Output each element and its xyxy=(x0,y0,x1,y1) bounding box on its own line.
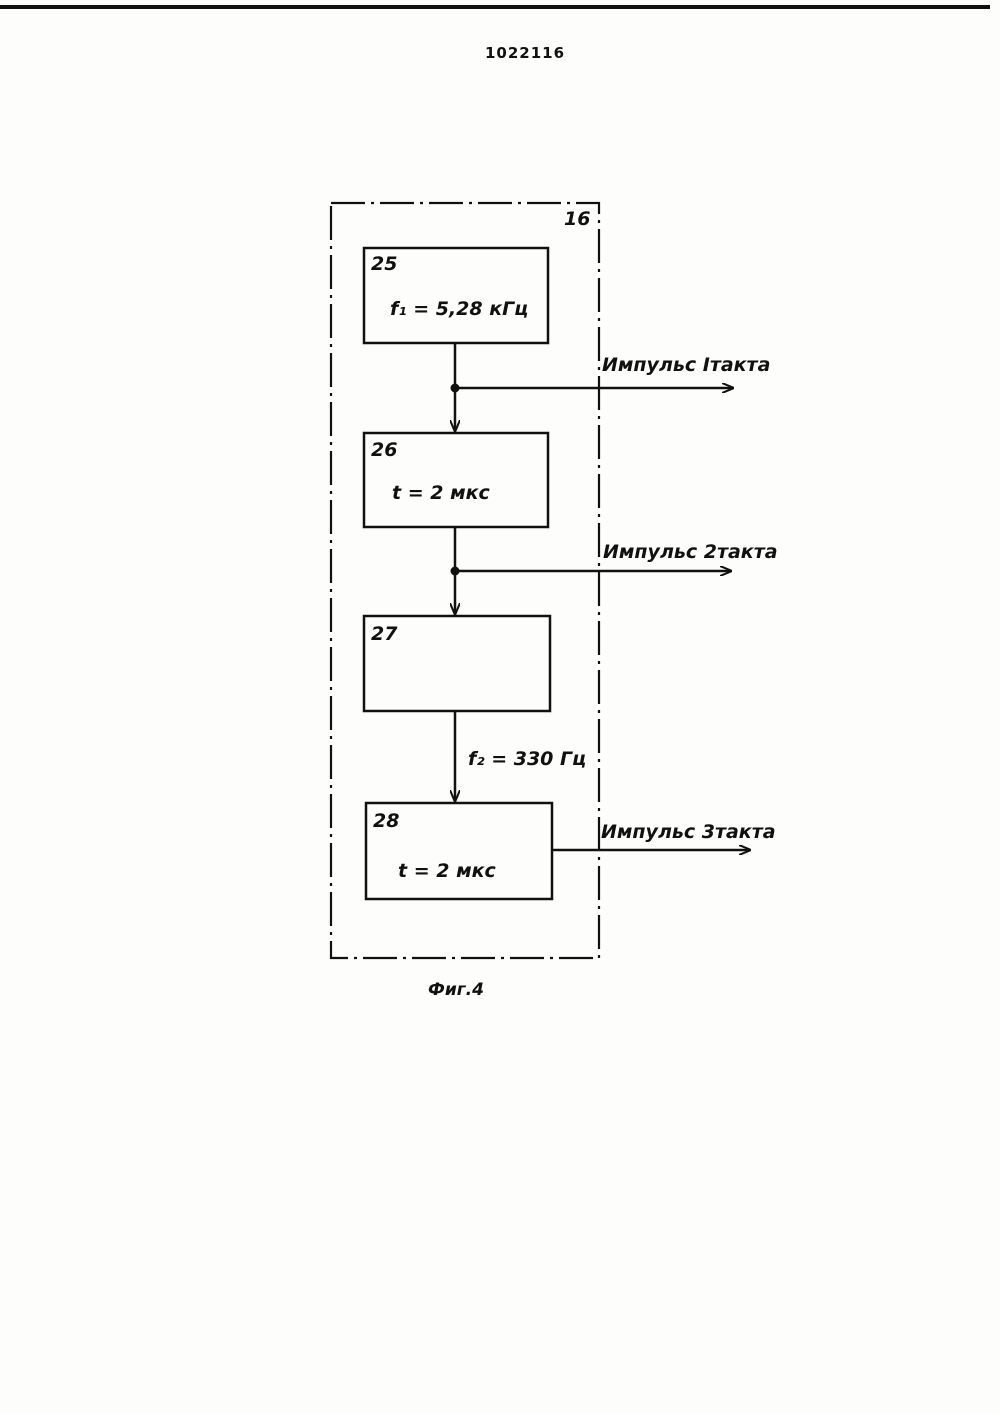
block-26-number: 26 xyxy=(371,439,397,461)
output-label-3: Импульс 3такта xyxy=(601,821,776,843)
block-27-number: 27 xyxy=(371,623,398,645)
block-25-number: 25 xyxy=(371,253,397,275)
outer-block-label: 16 xyxy=(564,208,590,230)
block-26-duration: t = 2 мкс xyxy=(392,482,490,504)
figure-caption: Фиг.4 xyxy=(428,980,484,1000)
block-28-duration: t = 2 мкс xyxy=(398,860,496,882)
frequency-f2-label: f₂ = 330 Гц xyxy=(468,748,586,770)
block-28-number: 28 xyxy=(373,810,399,832)
block-25-frequency: f₁ = 5,28 кГц xyxy=(390,298,528,320)
output-label-1: Импульс Iтакта xyxy=(602,354,770,376)
output-label-2: Импульс 2такта xyxy=(603,541,778,563)
